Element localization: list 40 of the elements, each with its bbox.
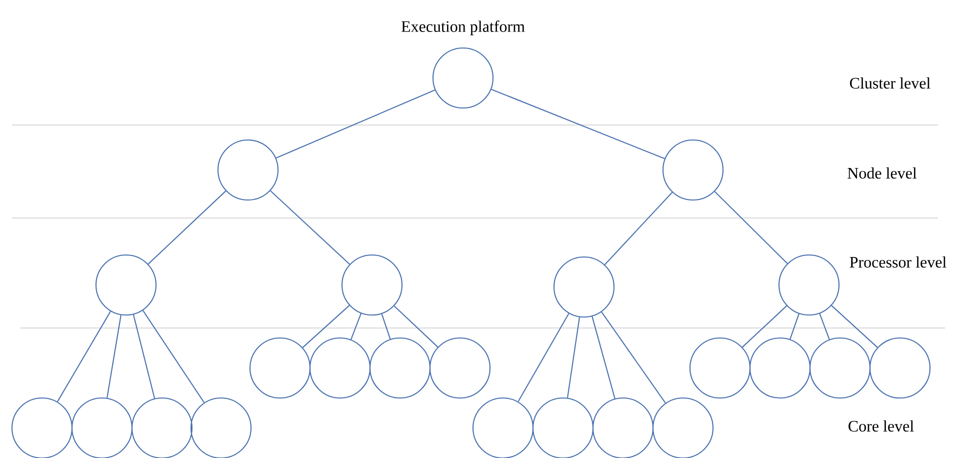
connector-line (148, 190, 226, 264)
circle-node (809, 337, 871, 399)
connector-line (566, 317, 580, 398)
connector-line (592, 316, 616, 399)
connector-line (601, 312, 666, 404)
connector-line (270, 190, 350, 265)
circle-node (341, 254, 403, 316)
circle-node (95, 254, 157, 316)
circle-node (689, 337, 751, 399)
circle-node (369, 337, 431, 399)
title-text: Execution platform (401, 20, 525, 36)
circle-node (249, 337, 311, 399)
connector-line (302, 305, 350, 348)
circle-node (869, 337, 931, 399)
circle-node (749, 337, 811, 399)
connector-line (831, 305, 878, 348)
circle-node (309, 337, 371, 399)
connector-line (132, 314, 156, 399)
connector-line (714, 191, 788, 264)
connector-line (518, 313, 570, 402)
connector-line (276, 90, 436, 158)
connector-line (350, 313, 362, 340)
connector-line (381, 314, 391, 340)
circle-node (429, 337, 491, 399)
level-label: Core level (848, 420, 914, 432)
connector-line (57, 311, 111, 402)
connector-line (491, 88, 665, 160)
connector-line (142, 310, 205, 403)
connector-line (819, 313, 830, 340)
connector-line (394, 306, 438, 348)
connector-line (790, 314, 800, 340)
circle-node (662, 139, 724, 201)
connector-line (604, 192, 673, 266)
level-label: Node level (848, 167, 917, 179)
connector-line (742, 305, 788, 348)
circle-node (217, 139, 279, 201)
level-label: Cluster level (850, 77, 930, 89)
connector-line (106, 315, 122, 398)
circle-node (778, 254, 840, 316)
circle-node (553, 256, 615, 318)
